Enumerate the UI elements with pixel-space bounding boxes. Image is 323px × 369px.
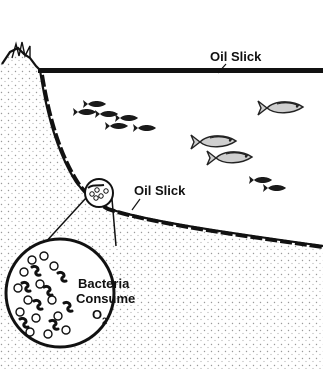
magnifier-circle-icon	[85, 179, 113, 207]
callout-oxygen-subscript: 2	[102, 316, 107, 326]
seabed-oil-slick-label: Oil Slick	[134, 183, 186, 198]
surface-oil-slick-label: Oil Slick	[210, 49, 262, 64]
callout-line-bacteria: Bacteria	[78, 276, 130, 291]
callout-line-consume: Consume	[76, 291, 135, 306]
callout-line-oxygen: O	[92, 307, 102, 322]
surface-oil-slick	[38, 68, 323, 73]
